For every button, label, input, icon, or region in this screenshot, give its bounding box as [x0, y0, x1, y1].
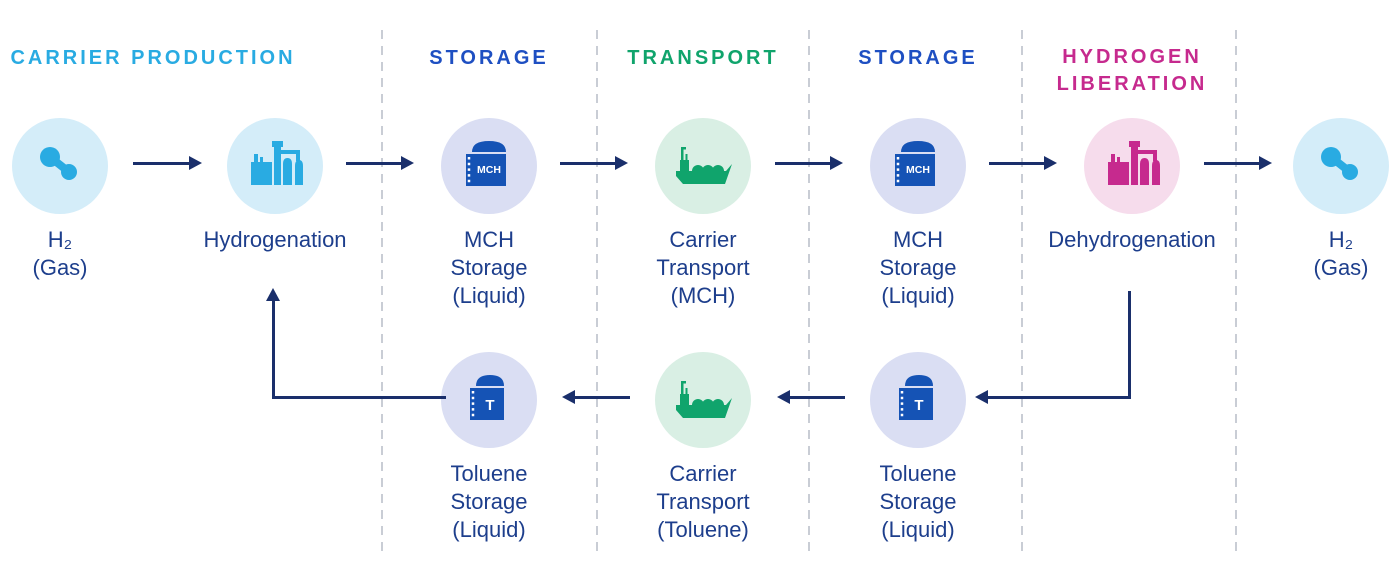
section-header-hydrogen-liberation: HYDROGEN LIBERATION [1057, 44, 1208, 98]
label-line: (Liquid) [881, 283, 955, 308]
label-line: Toluene [879, 461, 957, 486]
storage-tank-icon: MCH [466, 141, 506, 186]
dashed-separator [381, 30, 383, 556]
flow-arrow-left [975, 390, 1131, 404]
node-carrier-transport-toluene [655, 352, 751, 448]
label-line: H₂ [1328, 227, 1354, 252]
label-h2-output: H₂ (Gas) [1314, 226, 1369, 282]
label-toluene-storage-2: Toluene Storage (Liquid) [879, 460, 956, 544]
return-line-toluene-horizontal [272, 396, 446, 399]
tank-label: MCH [906, 164, 930, 176]
label-line: MCH [463, 227, 515, 252]
label-line: (MCH) [670, 283, 736, 308]
node-hydrogenation [227, 118, 323, 214]
label-carrier-transport-toluene: Carrier Transport (Toluene) [656, 460, 749, 544]
dashed-separator [596, 30, 598, 556]
section-header-transport: TRANSPORT [627, 47, 779, 69]
label-line: Transport [656, 255, 750, 280]
label-line: Hydrogenation [203, 227, 347, 252]
label-line: (Liquid) [881, 517, 955, 542]
label-line: (Gas) [32, 255, 88, 280]
flow-arrow-right [1204, 156, 1272, 170]
label-hydrogenation: Hydrogenation [203, 226, 346, 254]
dashed-separator [808, 30, 810, 556]
label-line: (Liquid) [452, 517, 526, 542]
flow-arrow-right [133, 156, 202, 170]
flow-arrow-right [989, 156, 1057, 170]
storage-tank-icon: MCH [895, 141, 935, 186]
label-line: (Liquid) [452, 283, 526, 308]
node-mch-storage-2: MCH [870, 118, 966, 214]
storage-tank-icon: T [470, 375, 504, 420]
node-carrier-transport-mch [655, 118, 751, 214]
section-header-carrier-production: CARRIER PRODUCTION [10, 47, 296, 69]
flow-arrow-right [775, 156, 843, 170]
label-line: Storage [879, 255, 957, 280]
label-line: Storage [879, 489, 957, 514]
storage-tank-icon: T [899, 375, 933, 420]
section-header-storage-2: STORAGE [858, 47, 978, 69]
ship-icon [676, 381, 732, 418]
flow-arrow-right [346, 156, 414, 170]
node-toluene-storage-2: T [870, 352, 966, 448]
node-h2-output [1293, 118, 1389, 214]
section-header-line: HYDROGEN [1062, 46, 1202, 68]
return-line-dehydrogenation-vertical [1128, 291, 1131, 399]
label-mch-storage-2: MCH Storage (Liquid) [879, 226, 956, 310]
label-line: H₂ [47, 227, 73, 252]
h2-molecule-icon [40, 147, 77, 180]
label-toluene-storage-1: Toluene Storage (Liquid) [450, 460, 527, 544]
section-header-line: LIBERATION [1056, 73, 1208, 95]
label-line: Storage [450, 489, 528, 514]
node-dehydrogenation [1084, 118, 1180, 214]
label-line: (Toluene) [657, 517, 749, 542]
label-line: (Gas) [1313, 255, 1369, 280]
label-line: Dehydrogenation [1048, 227, 1216, 252]
label-line: Carrier [669, 461, 737, 486]
flow-arrow-right [560, 156, 628, 170]
label-line: Transport [656, 489, 750, 514]
node-h2-source [12, 118, 108, 214]
h2-molecule-icon [1321, 147, 1358, 180]
tank-label: T [914, 397, 923, 414]
ship-icon [676, 147, 732, 184]
label-carrier-transport-mch: Carrier Transport (MCH) [656, 226, 749, 310]
flow-arrow-left [777, 390, 845, 404]
label-mch-storage-1: MCH Storage (Liquid) [450, 226, 527, 310]
factory-icon [1108, 141, 1160, 185]
dashed-separator [1235, 30, 1237, 556]
node-mch-storage-1: MCH [441, 118, 537, 214]
label-line: Toluene [450, 461, 528, 486]
label-line: Carrier [669, 227, 737, 252]
label-line: Storage [450, 255, 528, 280]
label-dehydrogenation: Dehydrogenation [1048, 226, 1216, 254]
return-arrow-up [266, 288, 280, 399]
label-h2-source: H₂ (Gas) [33, 226, 88, 282]
node-toluene-storage-1: T [441, 352, 537, 448]
flow-arrow-left [562, 390, 630, 404]
dashed-separator [1021, 30, 1023, 556]
label-line: MCH [892, 227, 944, 252]
tank-label: MCH [477, 164, 501, 176]
factory-icon [251, 141, 303, 185]
section-header-storage-1: STORAGE [429, 47, 549, 69]
tank-label: T [485, 397, 494, 414]
